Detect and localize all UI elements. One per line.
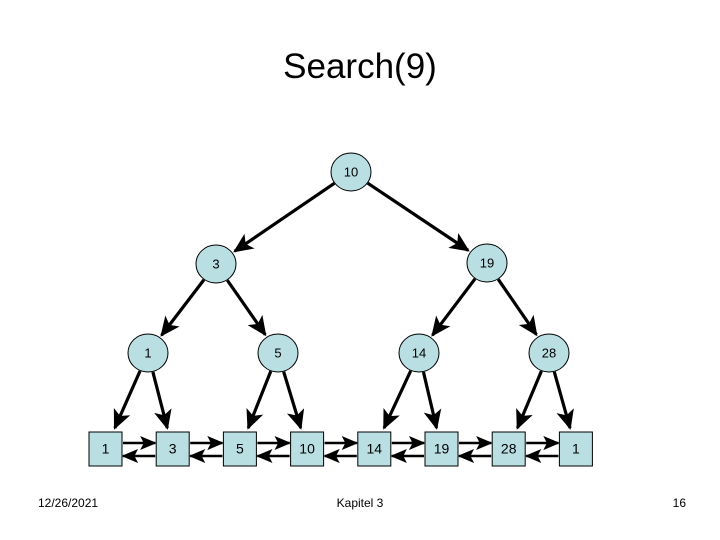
tree-edge-arrow — [246, 370, 273, 430]
leaf-node-box — [357, 431, 392, 467]
tree-edge-arrow — [233, 182, 336, 253]
tree-node[interactable]: 14 — [398, 333, 440, 373]
leaf-link-arrows-group — [121, 435, 560, 464]
tree-edge-arrow — [496, 278, 538, 337]
leaf-node[interactable]: 14 — [357, 431, 392, 467]
tree-node-circle — [528, 333, 570, 373]
tree-edge-arrow — [160, 278, 206, 337]
leaf-node[interactable]: 3 — [155, 431, 190, 467]
tree-node-label: 28 — [542, 345, 556, 360]
tree-edge-arrow — [282, 371, 305, 430]
leaf-node-label: 14 — [367, 441, 383, 457]
page-title: Search(9) — [283, 47, 437, 86]
leaf-node-box — [424, 431, 459, 467]
tree-node-label: 3 — [212, 256, 219, 271]
tree-edge-arrow — [516, 370, 543, 430]
tree-edge-arrow — [421, 371, 442, 430]
tree-edge-arrow — [151, 371, 172, 430]
leaf-node-label: 1 — [572, 441, 580, 457]
leaf-node[interactable]: 1 — [558, 431, 593, 467]
leaf-node-box — [290, 431, 325, 467]
leaf-node-label: 1 — [102, 441, 110, 457]
leaf-node-label: 28 — [501, 441, 517, 457]
tree-node-label: 19 — [480, 255, 494, 270]
tree-node-label: 14 — [412, 345, 426, 360]
leaf-node[interactable]: 10 — [290, 431, 325, 467]
tree-node-circle — [398, 333, 440, 373]
tree-node[interactable]: 5 — [257, 333, 299, 373]
leaf-node[interactable]: 5 — [222, 431, 257, 467]
leaf-node[interactable]: 28 — [491, 431, 526, 467]
tree-nodes-group: 10 3 19 1 5 14 28 — [127, 152, 570, 373]
tree-edge-arrow — [113, 370, 142, 430]
tree-node[interactable]: 10 — [330, 152, 372, 192]
leaf-node-box — [88, 431, 123, 467]
leaf-node-label: 3 — [169, 441, 177, 457]
leaf-nodes-group: 1 3 5 10 14 19 28 1 — [88, 431, 593, 467]
tree-node-label: 10 — [344, 164, 358, 179]
footer-date: 12/26/2021 — [38, 496, 99, 510]
tree-edge-arrow — [366, 181, 470, 252]
tree-node[interactable]: 28 — [528, 333, 570, 373]
tree-edge-arrow — [552, 371, 574, 430]
footer-page-number: 16 — [672, 496, 686, 510]
tree-edge-arrow — [431, 277, 477, 337]
leaf-node-label: 5 — [236, 441, 244, 457]
tree-node[interactable]: 19 — [466, 243, 508, 283]
tree-node[interactable]: 1 — [127, 333, 169, 373]
tree-edge-arrow — [382, 370, 413, 430]
footer-chapter: Kapitel 3 — [336, 496, 384, 510]
leaf-node-box — [558, 431, 593, 467]
tree-node-label: 5 — [274, 345, 281, 360]
tree-node-label: 1 — [144, 345, 151, 360]
tree-edge-arrow — [226, 279, 267, 337]
leaf-node-label: 10 — [299, 441, 315, 457]
tree-node-circle — [127, 333, 169, 373]
tree-node[interactable]: 3 — [195, 244, 237, 284]
tree-node-circle — [466, 243, 508, 283]
leaf-node-box — [222, 431, 257, 467]
leaf-node[interactable]: 19 — [424, 431, 459, 467]
tree-node-circle — [195, 244, 237, 284]
leaf-node-box — [155, 431, 190, 467]
tree-edges-group — [113, 181, 574, 430]
leaf-node[interactable]: 1 — [88, 431, 123, 467]
leaf-node-box — [491, 431, 526, 467]
tree-node-circle — [330, 152, 372, 192]
leaf-node-label: 19 — [434, 441, 450, 457]
tree-node-circle — [257, 333, 299, 373]
